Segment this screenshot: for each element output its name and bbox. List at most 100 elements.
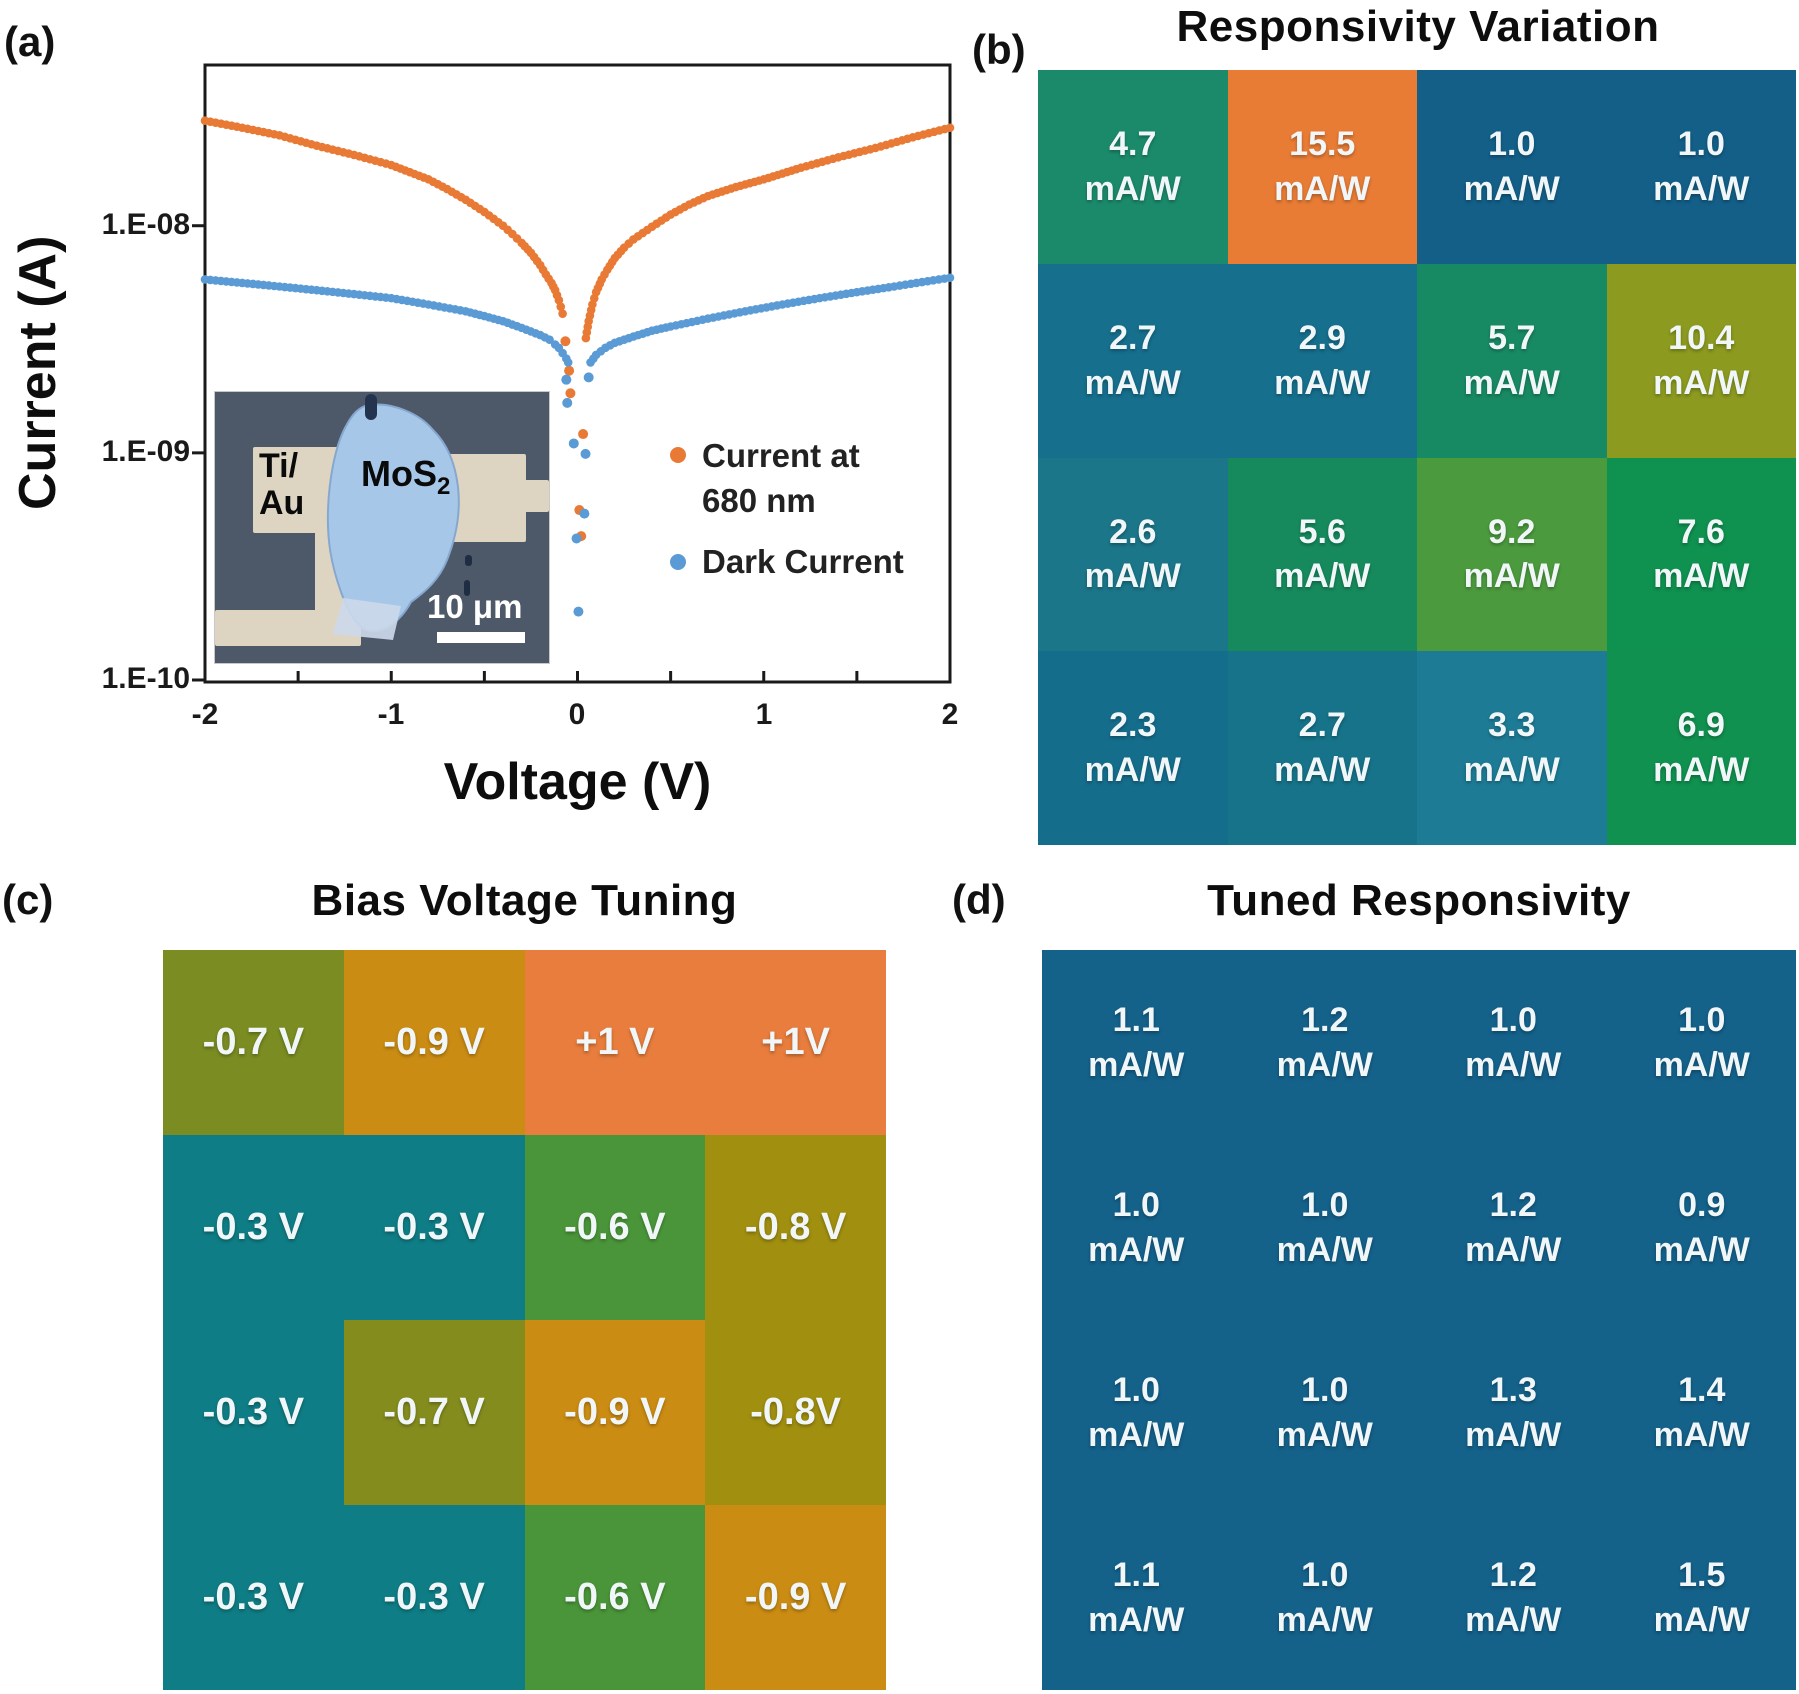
cell-unit: mA/W [1463,557,1560,596]
cell-value: 1.0 [1301,1370,1349,1409]
cell-unit: mA/W [1088,1415,1185,1454]
cell-value: 7.6 [1677,512,1725,551]
cell-unit: mA/W [1653,1045,1750,1084]
panel-c-title: Bias Voltage Tuning [311,876,738,925]
device-micrograph-inset: Ti/ Au MoS2 10 μm [215,392,549,663]
cell-value: 6.9 [1677,706,1725,745]
heatmap-cell: 2.3 mA/W [1038,651,1228,845]
cell-unit: mA/W [1276,1230,1373,1269]
x-tick-neg1: -1 [377,698,405,731]
cell-value: 1.0 [1301,1185,1349,1224]
heatmap-cell: -0.9 V [705,1505,886,1690]
heatmap-cell: 1.0 mA/W [1042,1320,1231,1505]
heatmap-cell: -0.3 V [163,1320,344,1505]
heatmap-cell: -0.6 V [524,1505,706,1690]
legend-label-illuminated-line2: 680 nm [702,482,816,519]
cell-unit: mA/W [1465,1415,1562,1454]
cell-value: 5.6 [1298,512,1346,551]
heatmap-cell: +1 V [524,950,706,1135]
cell-value: 1.0 [1112,1370,1160,1409]
cell-unit: mA/W [1465,1230,1562,1269]
cell-unit: mA/W [1463,363,1560,402]
cell-value: -0.3 V [202,1206,305,1248]
cell-unit: mA/W [1084,557,1181,596]
cell-value: -0.6 V [564,1206,666,1248]
y-tick-1e-10: 1.E-10 [101,662,190,695]
heatmap-cell: 1.1 mA/W [1042,1505,1231,1690]
cell-unit: mA/W [1274,751,1371,790]
cell-value: -0.3 V [202,1391,305,1433]
right-electrode-arm [524,480,549,512]
cell-value: 1.1 [1112,1555,1160,1594]
cell-value: -0.9 V [564,1391,666,1433]
flake-label: MoS2 [361,453,451,501]
cell-value: -0.8V [750,1391,842,1433]
cell-value: 1.2 [1489,1555,1537,1594]
cell-value: 1.5 [1678,1555,1726,1594]
y-tick-1e-09: 1.E-09 [101,435,190,468]
cell-value: 1.4 [1678,1370,1726,1409]
heatmap-cell: -0.8 V [705,1135,886,1320]
y-axis-title: Current (A) [9,235,67,511]
cell-unit: mA/W [1653,1600,1750,1639]
heatmap-cell: -0.7 V [163,950,344,1135]
cell-value: 2.7 [1298,706,1346,745]
cell-value: 1.0 [1489,1000,1537,1039]
cell-unit: mA/W [1274,557,1371,596]
cell-unit: mA/W [1088,1600,1185,1639]
legend-dot-dark [670,554,686,570]
cell-unit: mA/W [1084,751,1181,790]
cell-value: -0.8 V [744,1206,847,1248]
legend-label-illuminated-line1: Current at [702,437,860,474]
cell-value: 9.2 [1488,512,1536,551]
cell-unit: mA/W [1653,363,1750,402]
panel-a-label: (a) [4,18,56,65]
heatmap-cell: +1V [705,950,886,1135]
cell-unit: mA/W [1084,169,1181,208]
cell-unit: mA/W [1274,169,1371,208]
mos2-flake-drawing [326,394,472,640]
cell-unit: mA/W [1088,1045,1185,1084]
heatmap-cell: -0.3 V [343,1505,525,1690]
cell-unit: mA/W [1653,557,1750,596]
x-tick-2: 2 [941,698,959,731]
cell-value: +1 V [575,1021,655,1063]
heatmap-cell: 1.0 mA/W [1607,950,1796,1135]
heatmap-cell: 1.5 mA/W [1607,1505,1796,1690]
heatmap-cell: -0.3 V [163,1505,344,1690]
cell-value: -0.6 V [564,1576,666,1618]
cell-value: 10.4 [1668,318,1735,357]
heatmap-cell: 7.6 mA/W [1606,457,1796,652]
cell-unit: mA/W [1653,751,1750,790]
legend-label-dark: Dark Current [702,543,904,580]
cell-value: 1.0 [1678,1000,1726,1039]
cell-value: 2.3 [1109,706,1157,745]
panel-d-title: Tuned Responsivity [1207,876,1631,925]
cell-unit: mA/W [1084,363,1181,402]
cell-value: -0.7 V [383,1391,485,1433]
cell-unit: mA/W [1088,1230,1185,1269]
heatmap-cell: -0.9 V [343,950,525,1135]
cell-value: -0.3 V [383,1206,485,1248]
electrode-label: Ti/ Au [259,447,305,523]
cell-value: 1.3 [1489,1370,1537,1409]
heatmap-cell: 5.6 mA/W [1227,457,1417,652]
x-tick-0: 0 [568,698,586,731]
cell-value: 1.0 [1112,1185,1160,1224]
cell-value: 1.2 [1301,1000,1349,1039]
cell-value: 0.9 [1678,1185,1726,1224]
cell-value: -0.9 V [383,1021,485,1063]
heatmap-cell: -0.7 V [343,1320,525,1505]
